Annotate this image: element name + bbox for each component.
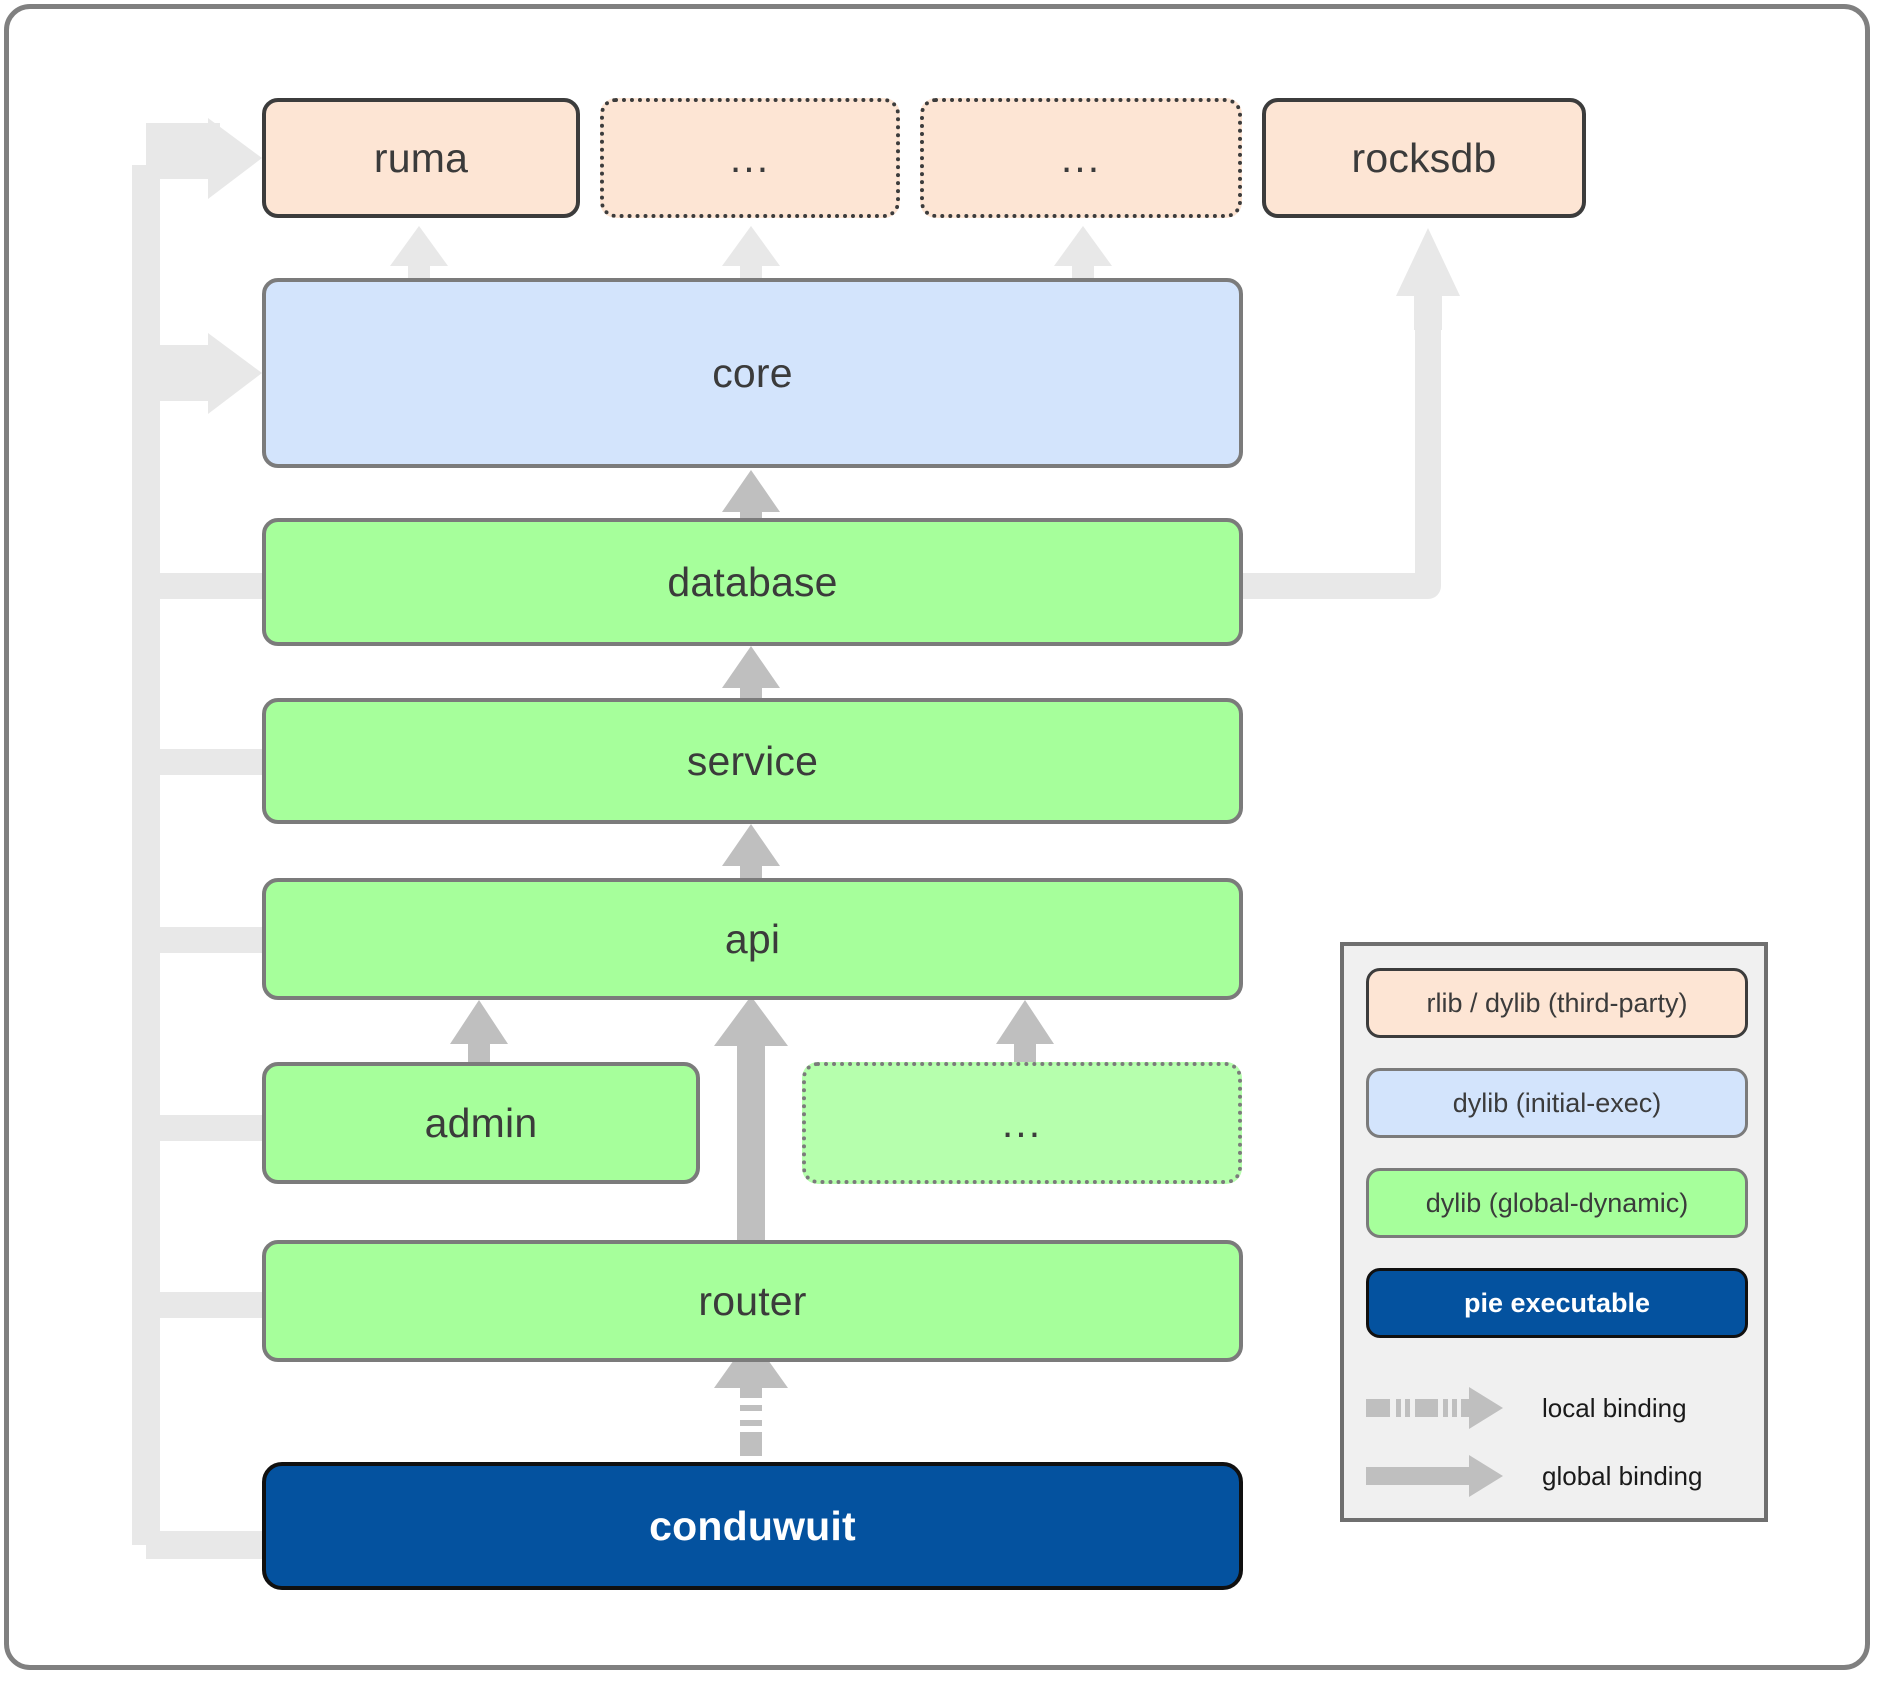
legend-panel: rlib / dylib (third-party) dylib (initia… [1340,942,1768,1522]
legend-label-rlib-dylib-third-party: rlib / dylib (third-party) [1426,987,1688,1018]
legend-swatch-dylib-global-dynamic: dylib (global-dynamic) [1366,1168,1748,1238]
node-conduwuit[interactable]: conduwuit [262,1462,1243,1590]
node-api-label: api [724,915,781,962]
solid-arrow-icon [1366,1453,1506,1499]
legend-label-global-binding: global binding [1542,1460,1703,1491]
legend-row-local-binding: local binding [1366,1380,1750,1436]
legend-row-global-binding: global binding [1366,1448,1750,1504]
node-api[interactable]: api [262,878,1243,1000]
node-ruma[interactable]: ruma [262,98,580,218]
node-admin[interactable]: admin [262,1062,700,1184]
node-service[interactable]: service [262,698,1243,824]
legend-swatch-dylib-initial-exec: dylib (initial-exec) [1366,1068,1748,1138]
node-ruma-label: ruma [373,134,469,181]
node-dots-top-1-label: ... [729,134,771,181]
node-dots-top-2[interactable]: ... [920,98,1242,218]
node-dots-mid-label: ... [1001,1099,1043,1146]
node-admin-label: admin [424,1099,538,1146]
legend-label-local-binding: local binding [1542,1392,1687,1423]
legend-swatch-pie-executable: pie executable [1366,1268,1748,1338]
legend-label-dylib-global-dynamic: dylib (global-dynamic) [1425,1187,1689,1218]
node-core[interactable]: core [262,278,1243,468]
node-conduwuit-label: conduwuit [649,1502,856,1549]
node-rocksdb[interactable]: rocksdb [1262,98,1586,218]
legend-label-pie-executable: pie executable [1463,1287,1651,1318]
node-database-label: database [667,558,838,605]
node-core-label: core [712,349,793,396]
node-database[interactable]: database [262,518,1243,646]
node-router[interactable]: router [262,1240,1243,1362]
legend-swatch-rlib-dylib-third-party: rlib / dylib (third-party) [1366,968,1748,1038]
node-router-label: router [698,1277,807,1324]
node-dots-mid[interactable]: ... [802,1062,1242,1184]
node-service-label: service [686,737,819,784]
node-dots-top-2-label: ... [1060,134,1102,181]
node-rocksdb-label: rocksdb [1351,134,1497,181]
legend-label-dylib-initial-exec: dylib (initial-exec) [1452,1087,1662,1118]
dashed-arrow-icon [1366,1385,1506,1431]
node-dots-top-1[interactable]: ... [600,98,900,218]
